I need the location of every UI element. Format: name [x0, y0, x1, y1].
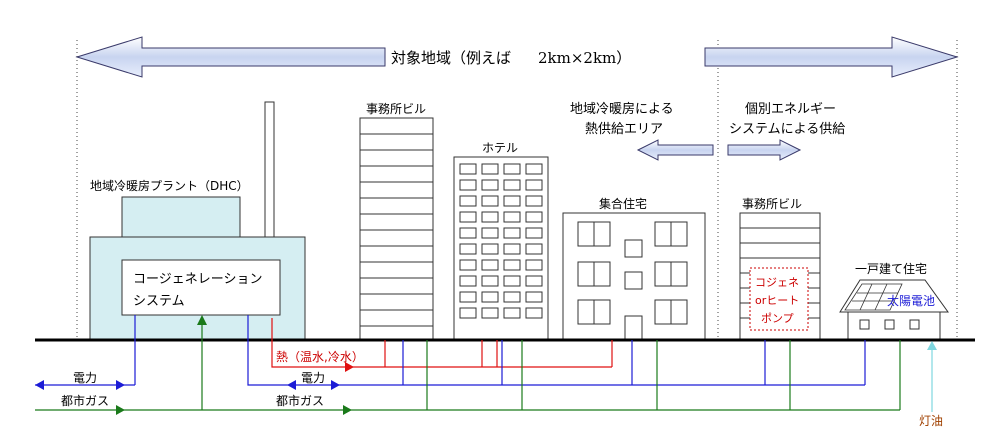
cogen-or-heatpump-box [749, 267, 809, 331]
power-arrow-left-1 [35, 380, 44, 390]
power-label-1: 電力 [73, 371, 97, 385]
hotel-window [525, 211, 543, 223]
hotel-window [525, 259, 543, 271]
office-building-left-label: 事務所ビル [366, 102, 426, 116]
solar-label: 太陽電池 [887, 293, 935, 308]
region-title-prefix: 対象地域（例えば [391, 49, 511, 67]
hotel-window [459, 163, 477, 175]
cogeneration-system-box [121, 259, 281, 316]
hotel-window [459, 211, 477, 223]
heat-label: 熱（温水,冷水） [276, 350, 364, 364]
solar-panel-icon [844, 283, 903, 311]
region-title-size: 2km×2km） [538, 49, 631, 67]
dhc-area-arrow [636, 139, 714, 161]
hotel-label: ホテル [482, 141, 518, 155]
office-building-left [359, 117, 434, 341]
power-arrow-right-1 [116, 380, 125, 390]
hotel-window [459, 259, 477, 271]
hotel-window [459, 195, 477, 207]
individual-system-label-line1: 個別エネルギー [745, 102, 836, 117]
hotel-window [525, 275, 543, 287]
hotel-window [525, 163, 543, 175]
hotel-window [459, 275, 477, 287]
hotel-window [503, 163, 521, 175]
hotel-window [459, 307, 477, 319]
hotel-window [481, 243, 499, 255]
dhc-area-label-line2: 熱供給エリア [585, 122, 663, 137]
gas-label-1: 都市ガス [61, 393, 109, 408]
individual-system-label-line2: システムによる供給 [729, 122, 845, 137]
hotel-windows [459, 163, 543, 319]
dhc-plant-chimney [264, 101, 275, 238]
hotel-window [503, 307, 521, 319]
hotel-window [503, 243, 521, 255]
hotel-window [525, 307, 543, 319]
apartment-label: 集合住宅 [599, 196, 647, 211]
gas-arrow-right-1 [116, 405, 125, 415]
hotel-window [525, 195, 543, 207]
hotel-window [481, 227, 499, 239]
heat-arrow-icon [345, 362, 354, 372]
gas-arrow-up [197, 315, 207, 325]
house-windows [859, 319, 920, 330]
hotel-window [503, 211, 521, 223]
power-label-2: 電力 [301, 371, 325, 385]
hotel-window [503, 291, 521, 303]
hotel-window [503, 195, 521, 207]
dhc-area-label-line1: 地域冷暖房による [570, 101, 674, 117]
hotel-window [503, 275, 521, 287]
cogen-heatpump-label-line1: コジェネ [755, 276, 799, 289]
kerosene-arrow-up [927, 341, 937, 350]
dhc-plant-label: 地域冷暖房プラント（DHC） [90, 178, 249, 193]
hotel-window [459, 291, 477, 303]
hotel-window [481, 211, 499, 223]
hotel-window [525, 243, 543, 255]
power-arrow-right-2 [331, 380, 340, 390]
region-arrow-right [704, 36, 959, 78]
gas-label-2: 都市ガス [276, 393, 324, 408]
kerosene-label: 灯油 [919, 414, 943, 428]
cogen-heatpump-label-line2: orヒート [755, 294, 799, 307]
gas-network [35, 320, 901, 411]
hotel-window [503, 259, 521, 271]
hotel-window [525, 227, 543, 239]
hotel-window [481, 307, 499, 319]
house-label: 一戸建て住宅 [855, 261, 927, 276]
hotel-window [481, 259, 499, 271]
cogeneration-label-line1: コージェネレーション [133, 272, 262, 287]
hotel-window [459, 243, 477, 255]
office-building-right-label: 事務所ビル [742, 197, 802, 211]
power-arrow-left-2 [287, 380, 296, 390]
office-building-left-floors [360, 133, 433, 327]
gas-arrow-right-2 [343, 405, 352, 415]
hotel-window [459, 227, 477, 239]
cogeneration-label-line2: システム [133, 294, 185, 309]
hotel-window [481, 179, 499, 191]
dhc-plant-top [121, 196, 241, 238]
hotel-window [525, 291, 543, 303]
apartment-windows [577, 221, 688, 341]
hotel-window [503, 227, 521, 239]
hotel-window [481, 275, 499, 287]
hotel-window [503, 179, 521, 191]
cogen-heatpump-label-line3: ポンプ [761, 312, 794, 325]
hotel-window [481, 195, 499, 207]
hotel-window [459, 179, 477, 191]
region-arrow-left [75, 36, 386, 78]
individual-system-arrow [727, 139, 802, 161]
hotel-window [481, 291, 499, 303]
hotel-window [481, 163, 499, 175]
hotel-window [525, 179, 543, 191]
